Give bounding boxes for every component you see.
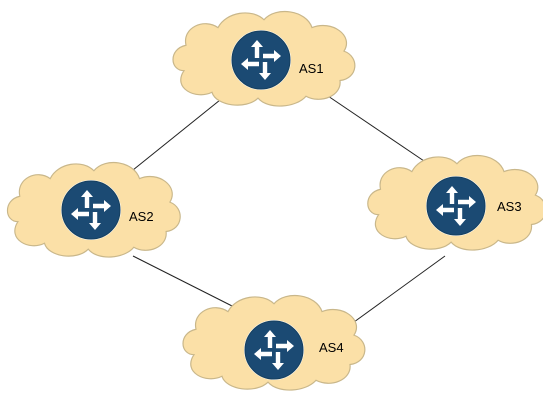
label-as1: AS1	[299, 61, 324, 76]
link-as1-as3	[324, 93, 428, 164]
link-as1-as2	[132, 95, 226, 171]
router-icon	[231, 30, 291, 90]
link-as2-as4	[132, 255, 241, 311]
link-as3-as4	[342, 255, 446, 331]
router-icon	[61, 180, 121, 240]
node-as3[interactable]: AS3	[367, 154, 543, 251]
node-as4[interactable]: AS4	[182, 294, 366, 391]
label-as3: AS3	[497, 199, 522, 214]
router-icon	[426, 176, 486, 236]
node-as1[interactable]: AS1	[172, 10, 356, 107]
router-icon	[244, 320, 304, 380]
node-as2[interactable]: AS2	[6, 161, 181, 258]
label-as4: AS4	[319, 340, 344, 355]
label-as2: AS2	[129, 209, 154, 224]
links-layer	[132, 93, 446, 331]
